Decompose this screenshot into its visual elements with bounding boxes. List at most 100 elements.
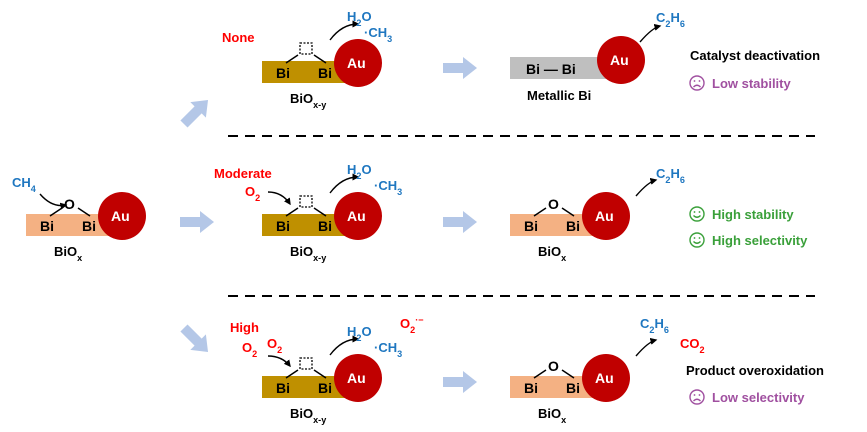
bi-atom-label: Bi — [276, 380, 290, 396]
catalyst-biox-moderate: Bi Bi O Au — [510, 192, 630, 240]
curved-arrow-icon — [635, 337, 658, 357]
outcome-overoxidation: Product overoxidation — [686, 363, 824, 378]
catalyst-caption: BiOx-y — [290, 91, 327, 110]
bi-atom-label: Bi — [566, 218, 580, 234]
block-arrow-icon — [443, 371, 477, 393]
h2o-label: H2O — [347, 324, 372, 343]
sad-face-icon — [689, 75, 705, 91]
condition-moderate: Moderate — [214, 166, 272, 181]
bond-line — [313, 369, 327, 379]
au-particle — [582, 354, 630, 402]
bond-line — [285, 54, 299, 64]
ch3-radical-label: ·CH3 — [374, 340, 402, 359]
oxygen-vacancy-icon — [299, 42, 313, 55]
bond-line — [285, 369, 299, 379]
bi-atom-label: Bi — [82, 218, 96, 234]
curved-arrow-icon — [639, 23, 662, 43]
curved-arrow-icon — [267, 355, 291, 368]
bi-atom-label: Bi — [318, 65, 332, 81]
au-label: Au — [111, 208, 130, 224]
block-arrow-icon — [443, 211, 477, 233]
au-particle — [582, 192, 630, 240]
curved-arrow-icon — [329, 173, 360, 194]
co2-label: CO2 — [680, 336, 705, 355]
c2h6-label: C2H6 — [656, 166, 685, 185]
bond-line — [313, 207, 327, 217]
metallic-bi-caption: Metallic Bi — [527, 88, 591, 103]
curved-arrow-icon — [267, 191, 291, 206]
oxygen-atom-label: O — [64, 196, 75, 212]
outcome-high-stability: High stability — [712, 207, 794, 222]
au-label: Au — [610, 52, 629, 68]
support-bar — [26, 214, 118, 236]
curved-arrow-icon — [329, 335, 360, 356]
bi-atom-label: Bi — [40, 218, 54, 234]
bond-line — [77, 207, 91, 217]
o2-label: O2 — [245, 184, 260, 203]
au-label: Au — [347, 208, 366, 224]
oxygen-vacancy-icon — [299, 195, 313, 208]
bond-line — [561, 207, 575, 217]
catalyst-caption: BiOx-y — [290, 406, 327, 425]
block-arrow-icon — [443, 57, 477, 79]
catalyst-caption: BiOx — [54, 244, 82, 263]
sad-face-icon — [689, 389, 705, 405]
bond-line — [49, 207, 63, 217]
bond-line — [313, 54, 327, 64]
au-label: Au — [595, 370, 614, 386]
bond-line — [561, 369, 575, 379]
au-label: Au — [347, 55, 366, 71]
bi-atom-label: Bi — [318, 380, 332, 396]
bond-line — [533, 369, 547, 379]
bi-atom-label: Bi — [566, 380, 580, 396]
curved-arrow-icon — [635, 177, 658, 197]
curved-arrow-icon — [329, 20, 360, 41]
outcome-low-stability: Low stability — [712, 76, 792, 91]
catalyst-biox-initial: Bi Bi O Au — [26, 192, 146, 240]
curved-arrow-icon — [39, 193, 68, 210]
ch3-radical-label: ·CH3 — [364, 25, 392, 44]
o2-label: O2 — [267, 336, 282, 355]
au-particle — [334, 192, 382, 240]
support-bar — [510, 376, 602, 398]
happy-face-icon — [689, 232, 705, 248]
support-bar — [262, 214, 354, 236]
support-bar — [262, 376, 354, 398]
catalyst-caption: BiOx-y — [290, 244, 327, 263]
bi-atom-label: Bi — [524, 218, 538, 234]
oxygen-vacancy-icon — [299, 357, 313, 370]
au-particle — [334, 39, 382, 87]
condition-none: None — [222, 30, 255, 45]
metallic-bond-label: Bi — Bi — [526, 61, 576, 77]
h2o-label: H2O — [347, 9, 372, 28]
au-label: Au — [595, 208, 614, 224]
au-label: Au — [347, 370, 366, 386]
support-bar — [262, 61, 354, 83]
oxygen-atom-label: O — [548, 196, 559, 212]
block-arrow-icon — [180, 211, 214, 233]
ch4-label: CH4 — [12, 175, 37, 194]
au-particle — [334, 354, 382, 402]
bi-atom-label: Bi — [276, 65, 290, 81]
o2-label: O2 — [242, 340, 257, 359]
catalyst-bioxy-moderate: Bi Bi Au — [262, 192, 382, 240]
bond-line — [285, 207, 299, 217]
h2o-label: H2O — [347, 162, 372, 181]
catalyst-biox-high: Bi Bi O Au — [510, 354, 630, 402]
outcome-high-selectivity: High selectivity — [712, 233, 808, 248]
oxygen-atom-label: O — [548, 358, 559, 374]
ch3-radical-label: ·CH3 — [374, 178, 402, 197]
condition-high: High — [230, 320, 259, 335]
happy-face-icon — [689, 206, 705, 222]
outcome-low-selectivity: Low selectivity — [712, 390, 805, 405]
c2h6-label: C2H6 — [656, 10, 685, 29]
support-bar — [510, 214, 602, 236]
au-particle — [597, 36, 645, 84]
bi-atom-label: Bi — [524, 380, 538, 396]
bi-atom-label: Bi — [276, 218, 290, 234]
catalyst-caption: BiOx — [538, 244, 566, 263]
bond-line — [533, 207, 547, 217]
outcome-deactivation: Catalyst deactivation — [690, 48, 820, 63]
bi-atom-label: Bi — [318, 218, 332, 234]
c2h6-label: C2H6 — [640, 316, 669, 335]
